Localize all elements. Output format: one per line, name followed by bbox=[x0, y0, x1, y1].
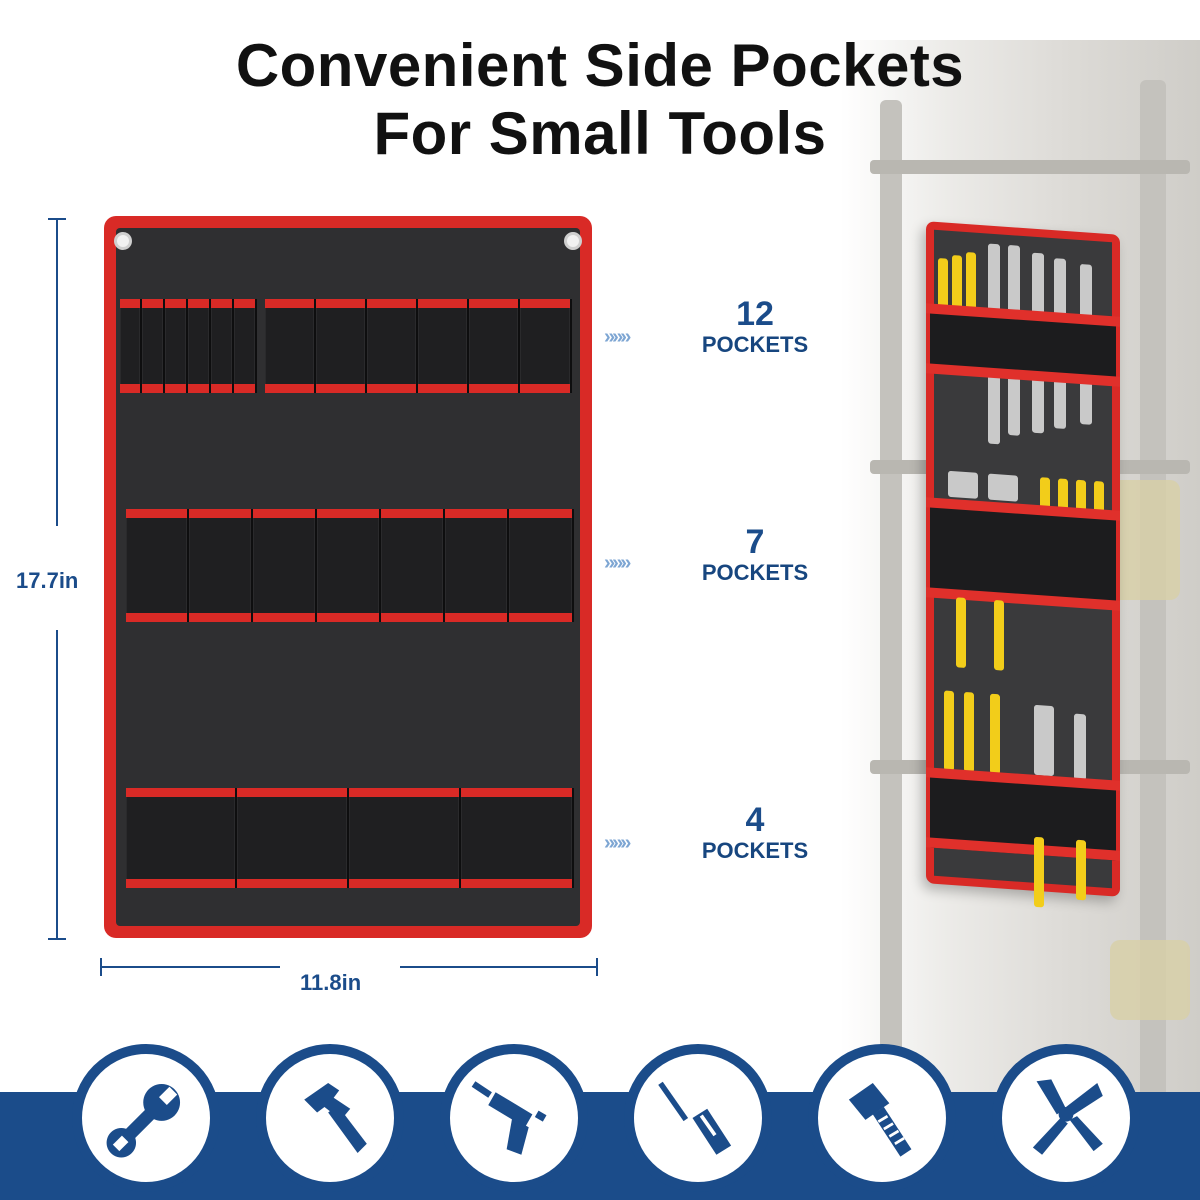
pocket bbox=[253, 509, 317, 622]
pliers-handle bbox=[964, 691, 974, 773]
title-line-2: For Small Tools bbox=[373, 100, 827, 167]
pocket-count-4: 4 POCKETS bbox=[670, 802, 840, 864]
pocket bbox=[126, 788, 237, 888]
drill-icon bbox=[471, 1081, 547, 1155]
count-label: POCKETS bbox=[701, 332, 809, 357]
width-label: 11.8in bbox=[300, 970, 362, 995]
pocket-row-7 bbox=[126, 509, 574, 622]
pocket bbox=[126, 509, 189, 622]
dimension-line bbox=[400, 966, 598, 968]
height-dimension bbox=[48, 218, 66, 940]
arrow-icon: »»» bbox=[604, 832, 631, 854]
tool-handle bbox=[1076, 839, 1086, 901]
hammer-handle bbox=[956, 597, 966, 669]
pocket bbox=[349, 788, 461, 888]
arrow-icon: »»» bbox=[604, 326, 631, 348]
tool-handle bbox=[1034, 836, 1044, 908]
count-label: POCKETS bbox=[701, 560, 809, 585]
count-number: 12 bbox=[736, 295, 774, 333]
pocket bbox=[418, 299, 469, 393]
bolt-icon bbox=[848, 1083, 912, 1157]
hammer-handle bbox=[994, 599, 1004, 671]
dimension-line bbox=[100, 966, 280, 968]
pocket bbox=[265, 299, 316, 393]
title-line-1: Convenient Side Pockets bbox=[235, 32, 965, 99]
pocket bbox=[316, 299, 367, 393]
pocket bbox=[211, 299, 234, 393]
pipe-wrench bbox=[1034, 704, 1054, 777]
pocket bbox=[165, 299, 188, 393]
pocket bbox=[469, 299, 520, 393]
page-title: Convenient Side Pockets For Small Tools bbox=[0, 32, 1200, 168]
shelf-post bbox=[880, 100, 902, 1100]
drill-icon bbox=[440, 1044, 588, 1192]
count-number: 7 bbox=[745, 523, 765, 561]
pocket bbox=[234, 299, 257, 393]
count-label: POCKETS bbox=[701, 838, 809, 863]
pocket bbox=[317, 509, 381, 622]
hammer-head bbox=[988, 473, 1018, 502]
pocket-count-12: 12 POCKETS bbox=[670, 296, 840, 358]
bolt-icon bbox=[808, 1044, 956, 1192]
pocket bbox=[445, 509, 509, 622]
pocket bbox=[189, 509, 253, 622]
hammer-icon bbox=[256, 1044, 404, 1192]
hanging-grommet bbox=[114, 232, 132, 250]
pocket bbox=[142, 299, 165, 393]
width-dimension bbox=[100, 958, 598, 976]
pliers-handle bbox=[944, 690, 954, 772]
count-number: 4 bbox=[745, 801, 765, 839]
board-fabric bbox=[116, 228, 580, 926]
screwdriver-icon bbox=[658, 1081, 732, 1155]
pocket bbox=[509, 509, 574, 622]
hammer-icon bbox=[304, 1083, 367, 1153]
tool-organizer-board bbox=[104, 216, 592, 938]
pliers bbox=[1074, 713, 1086, 781]
pocket bbox=[381, 509, 445, 622]
pocket bbox=[367, 299, 418, 393]
height-label: 17.7in bbox=[16, 568, 79, 593]
wrench-icon bbox=[106, 1084, 181, 1158]
dimension-cap bbox=[48, 938, 66, 940]
filled-tool-rack bbox=[926, 221, 1120, 908]
hanging-grommet bbox=[564, 232, 582, 250]
pocket bbox=[188, 299, 211, 393]
rack-fabric bbox=[926, 229, 1120, 908]
hammer-head bbox=[948, 470, 978, 499]
shelf-board bbox=[870, 160, 1190, 174]
pocket-row-12 bbox=[120, 299, 572, 393]
pliers-icon bbox=[992, 1044, 1140, 1192]
pocket bbox=[461, 788, 574, 888]
wrench-icon bbox=[72, 1044, 220, 1192]
screwdriver-icon bbox=[624, 1044, 772, 1192]
pliers-icon bbox=[1032, 1079, 1103, 1155]
dimension-cap bbox=[596, 958, 598, 976]
pocket bbox=[237, 788, 349, 888]
pliers-handle bbox=[990, 693, 1000, 775]
pocket-row-4 bbox=[126, 788, 574, 888]
dimension-line bbox=[56, 630, 58, 940]
blurred-toolbox bbox=[1110, 940, 1190, 1020]
pocket bbox=[520, 299, 572, 393]
dimension-line bbox=[56, 218, 58, 526]
pocket bbox=[120, 299, 142, 393]
pocket-count-7: 7 POCKETS bbox=[670, 524, 840, 586]
arrow-icon: »»» bbox=[604, 552, 631, 574]
